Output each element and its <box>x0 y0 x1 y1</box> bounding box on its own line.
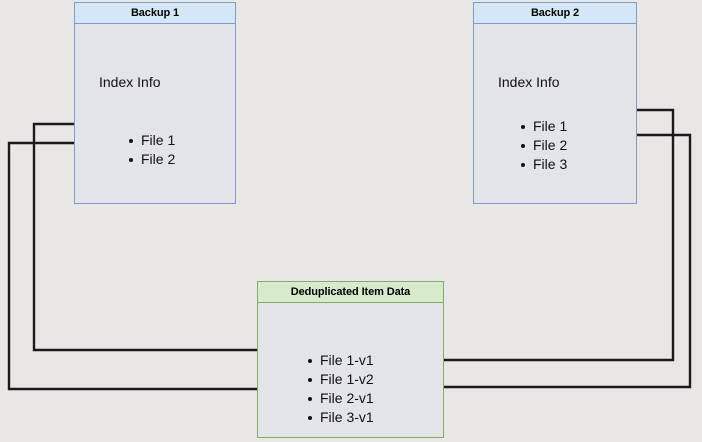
backup-1-file-list: File 1 File 2 <box>127 131 175 169</box>
list-item[interactable]: File 1-v1 <box>306 351 374 370</box>
node-dedup-title: Deduplicated Item Data <box>257 281 444 303</box>
node-backup-2-body: Index Info File 1 File 2 File 3 <box>473 24 637 204</box>
node-backup-2-title: Backup 2 <box>473 2 637 24</box>
node-deduplicated-item-data[interactable]: Deduplicated Item Data File 1-v1 File 1-… <box>257 281 444 438</box>
backup-2-file-list: File 1 File 2 File 3 <box>519 117 567 174</box>
list-item[interactable]: File 2 <box>519 136 567 155</box>
list-item[interactable]: File 1 <box>127 131 175 150</box>
list-item[interactable]: File 1-v2 <box>306 370 374 389</box>
list-item[interactable]: File 1 <box>519 117 567 136</box>
node-backup-2[interactable]: Backup 2 Index Info File 1 File 2 File 3 <box>473 2 637 204</box>
list-item[interactable]: File 3 <box>519 155 567 174</box>
backup-2-index-info-label: Index Info <box>498 74 560 90</box>
backup-1-index-info-label: Index Info <box>99 74 161 90</box>
list-item[interactable]: File 2-v1 <box>306 389 374 408</box>
node-dedup-body: File 1-v1 File 1-v2 File 2-v1 File 3-v1 <box>257 303 444 438</box>
node-backup-1-title: Backup 1 <box>74 2 236 24</box>
list-item[interactable]: File 2 <box>127 150 175 169</box>
node-backup-1[interactable]: Backup 1 Index Info File 1 File 2 <box>74 2 236 204</box>
dedup-item-list: File 1-v1 File 1-v2 File 2-v1 File 3-v1 <box>306 351 374 427</box>
list-item[interactable]: File 3-v1 <box>306 408 374 427</box>
node-backup-1-body: Index Info File 1 File 2 <box>74 24 236 204</box>
